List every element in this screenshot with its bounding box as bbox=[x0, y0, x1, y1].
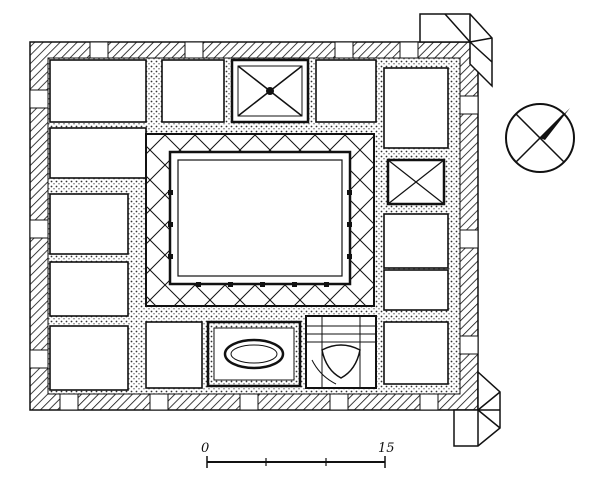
courtyard-arcade bbox=[145, 133, 375, 307]
corner-tower-bottom-right bbox=[453, 370, 501, 447]
vaulted-room-right bbox=[386, 158, 446, 206]
room-right-3 bbox=[383, 213, 449, 269]
room-top-3 bbox=[315, 59, 377, 123]
bottom-hall-with-basin bbox=[206, 320, 302, 388]
room-left-4 bbox=[49, 261, 129, 317]
wall-openings bbox=[29, 41, 479, 411]
scale-end-label: 15 bbox=[378, 441, 395, 456]
corner-tower-top-right bbox=[419, 13, 493, 88]
scale-start-label: 0 bbox=[201, 441, 209, 456]
room-left-5 bbox=[49, 325, 129, 391]
room-left-3 bbox=[49, 193, 129, 255]
room-right-5 bbox=[383, 321, 449, 385]
room-bottom-1 bbox=[145, 321, 203, 389]
room-right-1 bbox=[383, 67, 449, 149]
compass-circle-icon bbox=[505, 103, 575, 173]
room-top-1 bbox=[161, 59, 225, 123]
courtyard-columns bbox=[168, 190, 352, 287]
room-right-4 bbox=[383, 269, 449, 311]
room-left-1 bbox=[49, 59, 147, 123]
staircase bbox=[305, 315, 377, 389]
vaulted-room-top bbox=[230, 58, 310, 124]
room-left-2 bbox=[49, 127, 147, 179]
rooms bbox=[49, 59, 449, 391]
scale-bar: 0 15 bbox=[201, 441, 395, 468]
